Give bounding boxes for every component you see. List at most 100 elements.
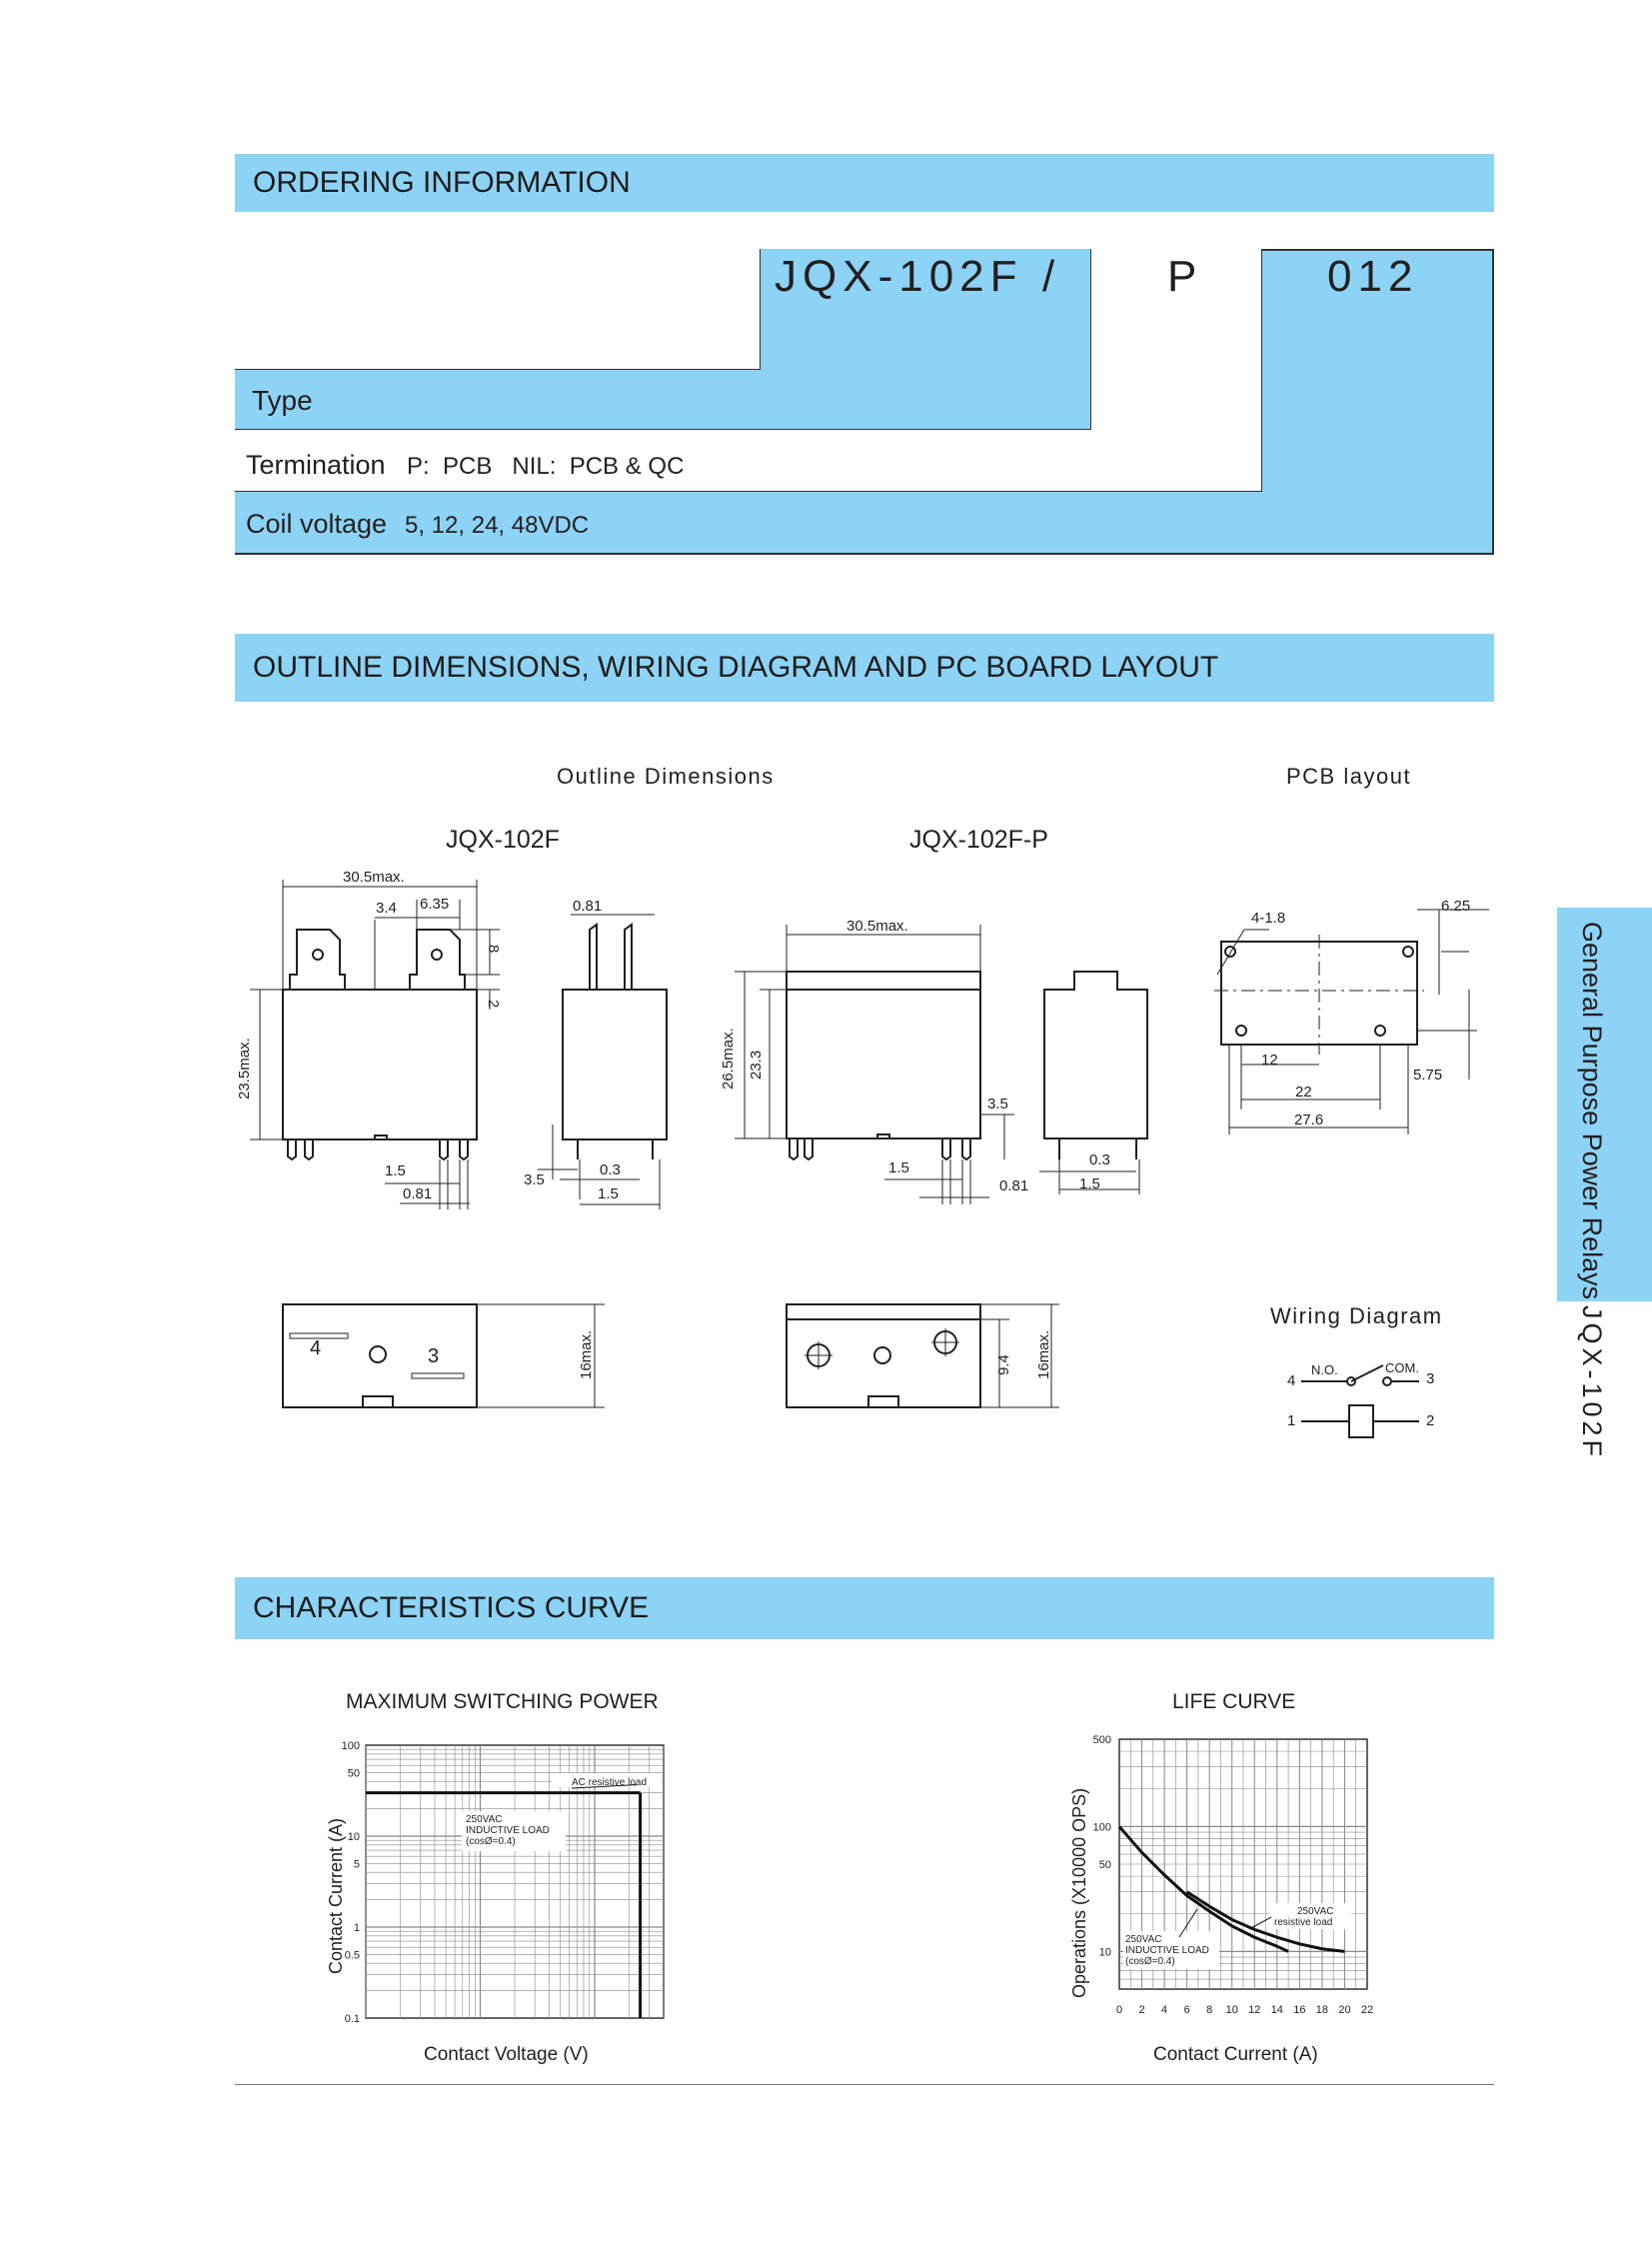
- pcb-dim-12: 12: [1261, 1052, 1278, 1069]
- chart2-annot-bg: [1123, 1931, 1219, 1969]
- chart2-annotation-voltage-a: 250VAC: [1297, 1906, 1334, 1917]
- chart1-ytick: 5: [354, 1858, 360, 1870]
- chart2-ytick: 100: [1093, 1821, 1111, 1833]
- chart1-xlabel: Contact Voltage (V): [424, 2044, 589, 2065]
- model-a-title: JQX-102F: [446, 826, 560, 854]
- chart2-series-line: [1117, 1825, 1289, 1953]
- wiring-pin-2: 2: [1426, 1412, 1435, 1429]
- chart2-title: LIFE CURVE: [1172, 1690, 1296, 1713]
- pin-label-3: 3: [428, 1345, 440, 1367]
- dim-a-side-03: 0.3: [600, 1161, 621, 1178]
- chart1-ytick: 10: [348, 1831, 360, 1843]
- chart2-xtick: 18: [1316, 2004, 1328, 2016]
- chart1-ytick: 100: [342, 1740, 360, 1752]
- chart2-series-line: [1185, 1890, 1345, 1953]
- chart2-xtick: 2: [1138, 2004, 1144, 2016]
- chart2-xtick: 8: [1206, 2004, 1212, 2016]
- code-separator: /: [1042, 252, 1055, 301]
- dim-a-081: 0.81: [403, 1185, 433, 1202]
- chart2-xtick: 16: [1293, 2004, 1305, 2016]
- wiring-pin-3: 3: [1426, 1370, 1435, 1387]
- dim-b-side-15: 1.5: [1079, 1175, 1100, 1192]
- dim-b-width: 30.5max.: [846, 918, 908, 935]
- dim-b-081: 0.81: [999, 1177, 1029, 1194]
- type-label: Type: [252, 385, 313, 416]
- wiring-no: N.O.: [1311, 1362, 1338, 1377]
- chart2-annotation-resistive: resistive load: [1274, 1917, 1332, 1928]
- chart2-ytick: 500: [1093, 1734, 1111, 1746]
- termination-options: P: PCB NIL: PCB & QC: [407, 453, 685, 480]
- chart1-annot-bg: [552, 1773, 662, 1787]
- voltage-code: 012: [1327, 252, 1419, 301]
- page-footer-rule: [235, 2084, 1494, 2085]
- chart2-annot-leader: [1248, 1916, 1272, 1930]
- pcb-dim-holes: 4-1.8: [1251, 910, 1286, 927]
- chart1-annot-leader: [571, 1784, 637, 1789]
- chart2-annot-leader: [1178, 1908, 1198, 1938]
- chart1-ytick: 1: [354, 1922, 360, 1934]
- dim-a-width: 30.5max.: [343, 869, 405, 886]
- chart2-xtick: 12: [1248, 2004, 1260, 2016]
- chart2-annotation-cos: (cosØ=0.4): [1125, 1956, 1175, 1967]
- section-header-ordering: ORDERING INFORMATION: [235, 154, 1494, 212]
- dim-a-635: 6.35: [420, 896, 450, 913]
- wiring-pin-1: 1: [1287, 1412, 1296, 1429]
- chart2-ylabel: Operations (X10000 OPS): [1069, 1787, 1089, 1998]
- dim-a-side-15: 1.5: [598, 1185, 619, 1202]
- chart2-xtick: 4: [1161, 2004, 1167, 2016]
- dim-a-34: 3.4: [376, 900, 397, 917]
- chart1-ytick: 0.5: [345, 1949, 360, 1961]
- chart2-annot-bg: [1269, 1903, 1351, 1929]
- section-header-outline: OUTLINE DIMENSIONS, WIRING DIAGRAM AND P…: [235, 634, 1494, 702]
- chart2-ytick: 50: [1099, 1859, 1111, 1871]
- chart2-xtick: 0: [1116, 2004, 1122, 2016]
- section-header-curve: CHARACTERISTICS CURVE: [235, 1577, 1494, 1639]
- chart1-ytick: 0.1: [345, 2013, 360, 2025]
- side-category-label: General Purpose Power Relays: [1577, 922, 1607, 1300]
- side-model-label: JQX-102F: [1577, 1305, 1607, 1461]
- chart1-annotation-voltage: 250VAC: [466, 1814, 503, 1825]
- wiring-com: COM.: [1385, 1360, 1419, 1375]
- chart2-ytick: 10: [1099, 1946, 1111, 1958]
- chart1-title: MAXIMUM SWITCHING POWER: [346, 1690, 659, 1713]
- dim-b-15: 1.5: [888, 1159, 909, 1176]
- termination-code: P: [1167, 252, 1197, 301]
- dim-a-15: 1.5: [385, 1162, 406, 1179]
- coil-voltage-label: Coil voltage: [246, 509, 388, 539]
- dim-a-side-081: 0.81: [573, 898, 603, 915]
- dim-b-side-03: 0.3: [1089, 1151, 1110, 1168]
- model-code: JQX-102F: [775, 252, 1023, 301]
- chart2-xtick: 22: [1361, 2004, 1373, 2016]
- pcb-layout-title: PCB layout: [1286, 764, 1412, 789]
- chart1-annotation-cos: (cosØ=0.4): [466, 1836, 516, 1847]
- side-category-tab: [1557, 908, 1652, 1301]
- chart2-xtick: 14: [1271, 2004, 1283, 2016]
- chart1-annotation-inductive: INDUCTIVE LOAD: [466, 1825, 550, 1836]
- pcb-dim-575: 5.75: [1413, 1067, 1443, 1084]
- pcb-dim-625: 6.25: [1441, 898, 1471, 915]
- outline-dimensions-title: Outline Dimensions: [557, 764, 775, 789]
- chart1-annotation-resistive: AC resistive load: [572, 1777, 647, 1788]
- dim-a-side-35: 3.5: [524, 1171, 545, 1188]
- pin-label-4: 4: [310, 1337, 322, 1359]
- chart2-annotation-voltage-b: 250VAC: [1125, 1934, 1162, 1945]
- chart2-xlabel: Contact Current (A): [1153, 2044, 1318, 2065]
- wiring-diagram-title: Wiring Diagram: [1270, 1303, 1443, 1328]
- chart2-xtick: 10: [1226, 2004, 1238, 2016]
- dim-b-35: 3.5: [987, 1096, 1008, 1113]
- coil-voltage-options: 5, 12, 24, 48VDC: [405, 512, 590, 539]
- model-b-title: JQX-102F-P: [909, 826, 1048, 854]
- chart2-xtick: 6: [1184, 2004, 1190, 2016]
- pcb-dim-22: 22: [1295, 1084, 1312, 1101]
- chart2-xtick: 20: [1338, 2004, 1350, 2016]
